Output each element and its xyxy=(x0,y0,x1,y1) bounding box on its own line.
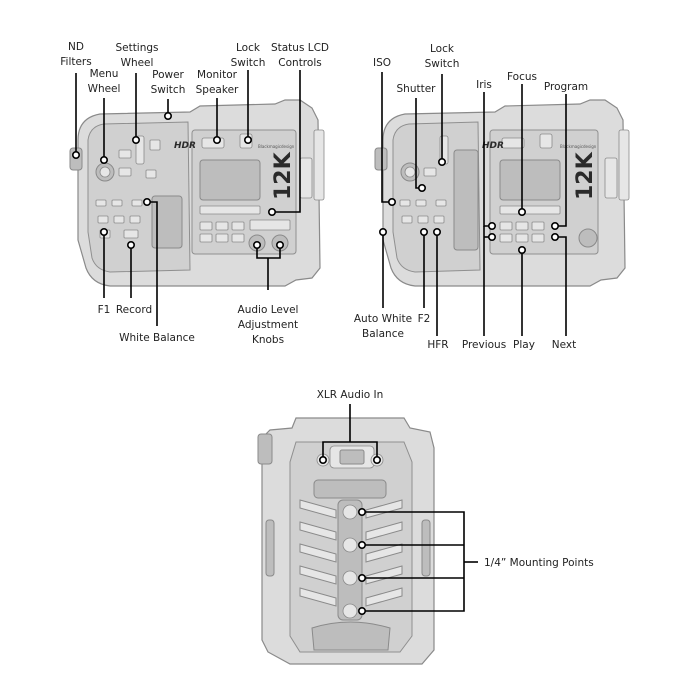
label-focus: Focus xyxy=(507,71,537,83)
label-power-switch-1: Power xyxy=(152,69,184,81)
camera-right-callouts xyxy=(378,72,567,336)
camera-left-side-view: HDR Blackmagicdesign 12K xyxy=(69,99,325,287)
label-menu-wheel-2: Wheel xyxy=(88,83,121,95)
label-play: Play xyxy=(513,339,535,351)
brand-text: Blackmagicdesign xyxy=(258,144,295,149)
label-lock-switch-right-2: Switch xyxy=(425,58,460,70)
label-f1: F1 xyxy=(98,304,111,316)
brand-text-right: Blackmagicdesign xyxy=(560,144,597,149)
label-menu-wheel-1: Menu xyxy=(90,68,119,80)
label-nd-filters-1: ND xyxy=(68,41,84,53)
camera-bottom-callouts xyxy=(318,404,478,615)
label-iris: Iris xyxy=(476,79,492,91)
label-next: Next xyxy=(552,339,576,351)
label-lock-switch-1: Lock xyxy=(236,42,261,54)
camera-right-labels: ISO Shutter Lock Switch Iris Focus Progr… xyxy=(354,43,588,351)
label-mounting-points: 1/4” Mounting Points xyxy=(484,557,594,569)
hdr-badge: HDR xyxy=(174,141,196,151)
label-record: Record xyxy=(116,304,152,316)
camera-bottom-view xyxy=(257,417,435,665)
hdr-badge-right: HDR xyxy=(482,141,504,151)
label-audio-level-1: Audio Level xyxy=(238,304,299,316)
label-previous: Previous xyxy=(462,339,506,351)
label-lock-switch-2: Switch xyxy=(231,57,266,69)
label-program: Program xyxy=(544,81,588,93)
label-monitor-speaker-2: Speaker xyxy=(196,84,239,96)
label-hfr: HFR xyxy=(427,339,448,351)
camera-left-labels: ND Filters Menu Wheel Settings Wheel Pow… xyxy=(60,41,329,346)
label-audio-level-2: Adjustment xyxy=(238,319,298,331)
camera-left-callouts xyxy=(72,70,301,326)
label-settings-wheel-1: Settings xyxy=(115,42,158,54)
label-audio-level-3: Knobs xyxy=(252,334,284,346)
label-status-lcd-2: Controls xyxy=(278,57,321,69)
label-f2: F2 xyxy=(418,313,431,325)
label-auto-white-balance-1: Auto White xyxy=(354,313,412,325)
label-power-switch-2: Switch xyxy=(151,84,186,96)
label-white-balance: White Balance xyxy=(119,332,195,344)
label-status-lcd-1: Status LCD xyxy=(271,42,329,54)
label-settings-wheel-2: Wheel xyxy=(121,57,154,69)
label-iso: ISO xyxy=(373,57,391,69)
model-badge: 12K xyxy=(271,151,296,200)
camera-bottom-labels: XLR Audio In 1/4” Mounting Points xyxy=(317,389,594,569)
label-lock-switch-right-1: Lock xyxy=(430,43,455,55)
label-auto-white-balance-2: Balance xyxy=(362,328,404,340)
label-shutter: Shutter xyxy=(397,83,437,95)
model-badge-right: 12K xyxy=(573,151,598,200)
label-nd-filters-2: Filters xyxy=(60,56,91,68)
label-xlr-audio-in: XLR Audio In xyxy=(317,389,384,401)
label-monitor-speaker-1: Monitor xyxy=(197,69,238,81)
camera-right-side-view: HDR Blackmagicdesign 12K xyxy=(374,99,630,287)
